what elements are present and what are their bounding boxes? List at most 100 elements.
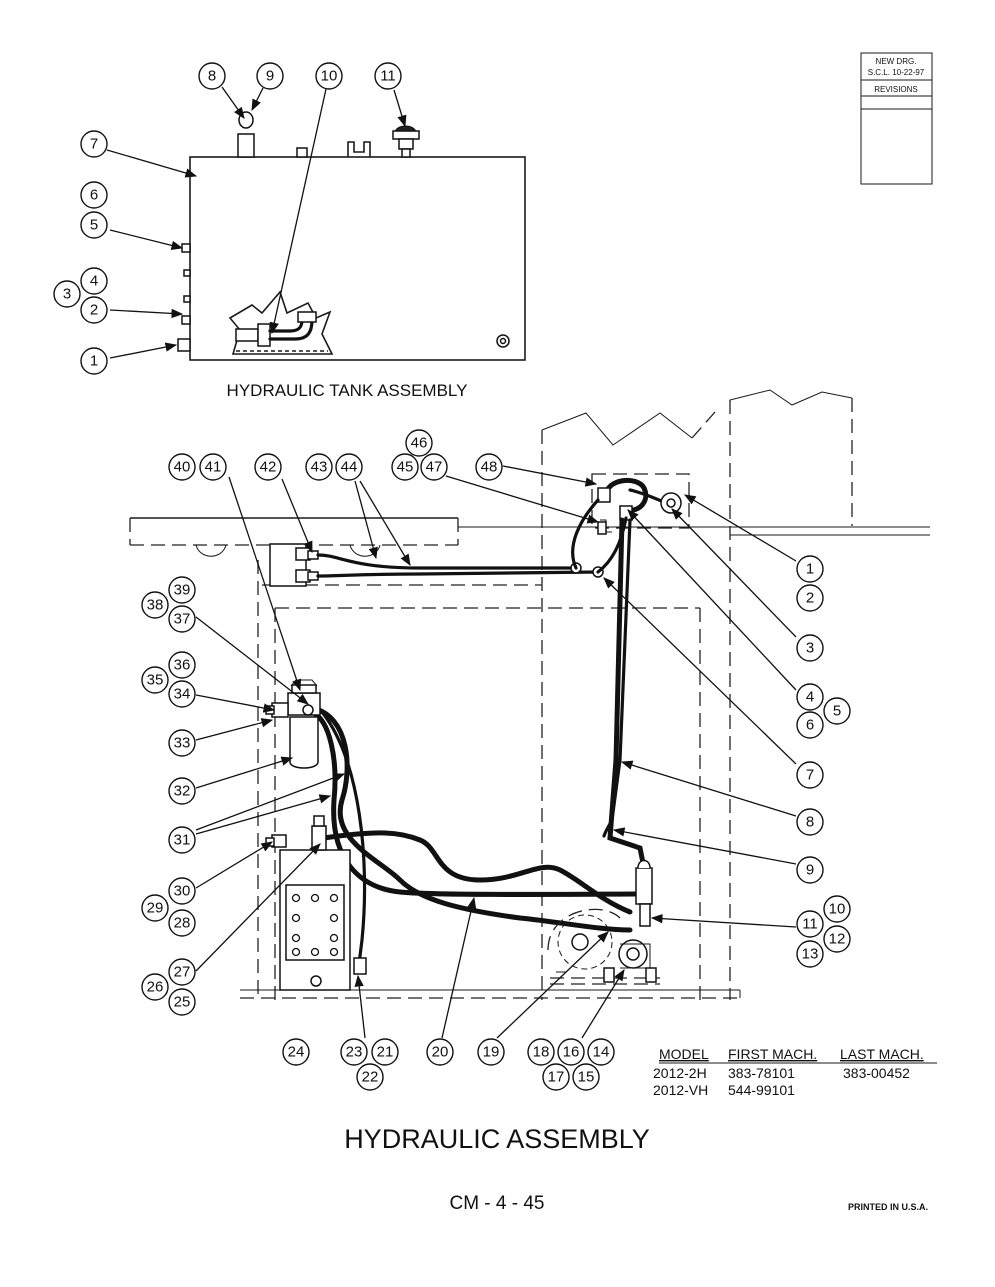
tank-callout-9: 9 xyxy=(256,62,284,90)
valve-assembly xyxy=(591,473,690,535)
svg-text:25: 25 xyxy=(174,994,191,1011)
callout-35: 35 xyxy=(141,666,169,694)
svg-text:46: 46 xyxy=(411,435,428,452)
svg-text:24: 24 xyxy=(288,1044,305,1061)
svg-text:35: 35 xyxy=(147,672,164,689)
assembly-callout-bubbles: 46 40 41 42 43 44 45 47 48 1 2 3 4 5 6 7… xyxy=(141,429,851,1091)
callout-32: 32 xyxy=(168,777,196,805)
tank-callout-11: 11 xyxy=(374,62,402,90)
callout-7: 7 xyxy=(796,761,824,789)
svg-text:1: 1 xyxy=(90,353,98,370)
svg-text:42: 42 xyxy=(260,459,277,476)
svg-text:23: 23 xyxy=(346,1044,363,1061)
svg-text:5: 5 xyxy=(90,217,98,234)
tank-callout-10: 10 xyxy=(315,62,343,90)
svg-text:17: 17 xyxy=(548,1069,565,1086)
svg-text:20: 20 xyxy=(432,1044,449,1061)
callout-10: 10 xyxy=(823,895,851,923)
svg-text:31: 31 xyxy=(174,832,191,849)
svg-text:47: 47 xyxy=(426,459,443,476)
svg-text:2: 2 xyxy=(90,302,98,319)
callout-47: 47 xyxy=(420,453,448,481)
svg-text:39: 39 xyxy=(174,582,191,599)
callout-23: 23 xyxy=(340,1038,368,1066)
tank-callout-7: 7 xyxy=(80,130,108,158)
svg-text:11: 11 xyxy=(802,916,818,933)
svg-text:18: 18 xyxy=(533,1044,550,1061)
tank-callout-2: 2 xyxy=(80,296,108,324)
callout-17: 17 xyxy=(542,1063,570,1091)
svg-text:3: 3 xyxy=(806,640,814,657)
svg-text:9: 9 xyxy=(806,862,814,879)
callout-48: 48 xyxy=(475,453,503,481)
callout-29: 29 xyxy=(141,894,169,922)
svg-text:4: 4 xyxy=(806,689,814,706)
svg-text:3: 3 xyxy=(63,286,71,303)
svg-text:7: 7 xyxy=(806,767,814,784)
callout-46: 46 xyxy=(405,429,433,457)
tank-callout-3: 3 xyxy=(53,280,81,308)
svg-text:37: 37 xyxy=(174,611,191,628)
callout-3: 3 xyxy=(796,634,824,662)
callout-11: 11 xyxy=(796,910,824,938)
callout-5: 5 xyxy=(823,697,851,725)
callout-4: 4 xyxy=(796,683,824,711)
revision-box: NEW DRG. S.C.L. 10-22-97 REVISIONS xyxy=(860,52,933,185)
callout-20: 20 xyxy=(426,1038,454,1066)
callout-2: 2 xyxy=(796,584,824,612)
callout-16: 16 xyxy=(557,1038,585,1066)
tank-callout-5: 5 xyxy=(80,211,108,239)
svg-text:28: 28 xyxy=(174,915,191,932)
printed-in-usa: PRINTED IN U.S.A. xyxy=(848,1202,928,1212)
svg-text:7: 7 xyxy=(90,136,98,153)
callout-34: 34 xyxy=(168,680,196,708)
svg-text:21: 21 xyxy=(377,1044,394,1061)
callout-39: 39 xyxy=(168,576,196,604)
callout-40: 40 xyxy=(168,453,196,481)
callout-33: 33 xyxy=(168,729,196,757)
svg-text:33: 33 xyxy=(174,735,191,752)
svg-text:1: 1 xyxy=(806,561,814,578)
svg-text:36: 36 xyxy=(174,657,191,674)
filter-assembly xyxy=(265,679,321,769)
table-header-last: LAST MACH. xyxy=(840,1046,924,1062)
svg-text:11: 11 xyxy=(380,68,396,85)
svg-text:6: 6 xyxy=(806,717,814,734)
svg-text:45: 45 xyxy=(397,459,414,476)
table-header-first: FIRST MACH. xyxy=(728,1046,817,1062)
svg-text:12: 12 xyxy=(829,931,846,948)
svg-text:9: 9 xyxy=(266,68,274,85)
callout-24: 24 xyxy=(282,1038,310,1066)
callout-36: 36 xyxy=(168,651,196,679)
revision-scl-date: S.C.L. 10-22-97 xyxy=(868,68,925,77)
svg-text:27: 27 xyxy=(174,964,191,981)
callout-31: 31 xyxy=(168,826,196,854)
svg-text:44: 44 xyxy=(341,459,358,476)
svg-text:41: 41 xyxy=(205,459,222,476)
table-row1-model: 2012-2H xyxy=(653,1065,707,1081)
tank-callout-arrows xyxy=(106,86,407,359)
assembly-callout-arrows xyxy=(195,465,797,1039)
svg-text:8: 8 xyxy=(806,814,814,831)
callout-26: 26 xyxy=(141,973,169,1001)
svg-text:32: 32 xyxy=(174,783,191,800)
svg-text:6: 6 xyxy=(90,187,98,204)
tank-callout-4: 4 xyxy=(80,267,108,295)
svg-text:38: 38 xyxy=(147,597,164,614)
callout-28: 28 xyxy=(168,909,196,937)
svg-text:48: 48 xyxy=(481,459,498,476)
callout-1: 1 xyxy=(796,555,824,583)
callout-42: 42 xyxy=(254,453,282,481)
revision-header: REVISIONS xyxy=(874,85,918,94)
callout-21: 21 xyxy=(371,1038,399,1066)
svg-text:4: 4 xyxy=(90,273,98,290)
callout-45: 45 xyxy=(391,453,419,481)
tank-body xyxy=(189,156,526,361)
svg-text:22: 22 xyxy=(362,1069,379,1086)
model-table: MODEL FIRST MACH. LAST MACH. 2012-2H 383… xyxy=(653,1046,937,1098)
tank-callout-1: 1 xyxy=(80,347,108,375)
svg-text:40: 40 xyxy=(174,459,191,476)
table-row1-last: 383-00452 xyxy=(843,1065,910,1081)
svg-text:16: 16 xyxy=(563,1044,580,1061)
